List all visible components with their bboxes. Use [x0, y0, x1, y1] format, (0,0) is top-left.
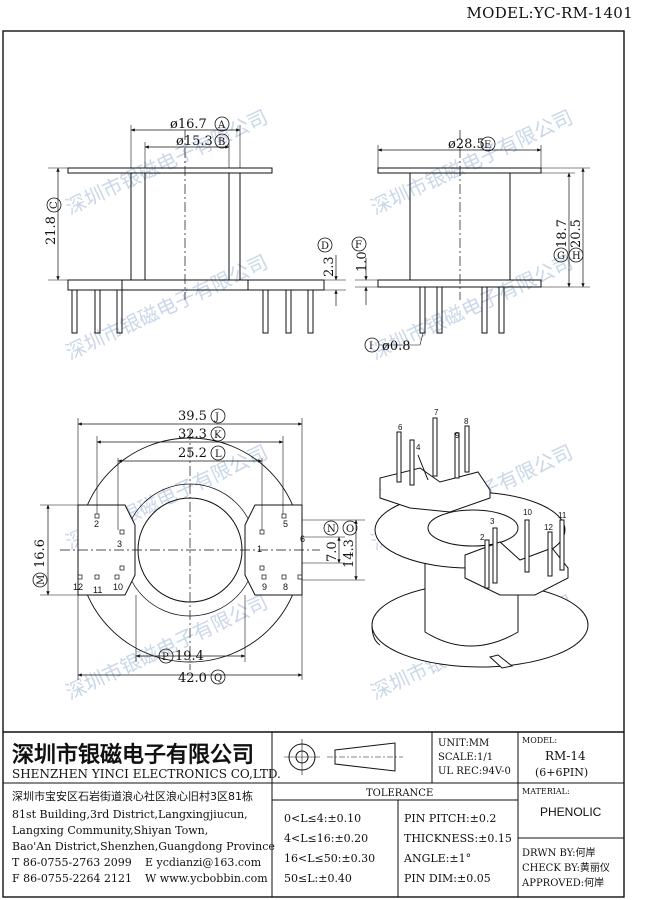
- address-cn: 深圳市宝安区石岩街道浪心社区浪心旧村3区81栋: [12, 789, 253, 803]
- approved-by: APPROVED:何岸: [521, 876, 604, 889]
- dim-M-letter: M: [36, 575, 47, 585]
- pin-label: 6: [300, 534, 305, 544]
- material-value: PHENOLIC: [540, 805, 602, 819]
- side-view: [355, 130, 590, 346]
- address-en-3: Bao'An District,Shenzhen,Guangdong Provi…: [12, 840, 275, 853]
- tolerance-row-3: 16<L≤50:±0.30: [284, 852, 375, 865]
- tolerance-row-1: 0<L≤4:±0.10: [284, 812, 361, 825]
- dim-P-value: 19.4: [175, 649, 204, 664]
- pin-label: 6: [398, 423, 403, 432]
- dim-C-value: 21.8: [44, 216, 59, 245]
- title-block-text: 深圳市银磁电子有限公司 SHENZHEN YINCI ELECTRONICS C…: [12, 736, 610, 889]
- pin-label: 12: [73, 582, 83, 592]
- dim-G-value: 18.7: [555, 219, 570, 248]
- dim-J-letter: J: [214, 412, 219, 423]
- dim-G-letter: G: [557, 251, 565, 262]
- dim-D-letter: D: [321, 241, 329, 252]
- phone-text: T 86-0755-2763 2099: [12, 856, 132, 869]
- dim-A-value: ø16.7: [170, 117, 207, 132]
- dim-F-letter: F: [355, 240, 362, 251]
- dim-E-value: ø28.5: [448, 137, 485, 152]
- dim-L-value: 25.2: [178, 446, 207, 461]
- top-view-labels: 39.5 J 32.3 K 25.2 L 16.6 M 7.0 N 14.3 O…: [32, 408, 358, 686]
- model-name: RM-14: [545, 749, 586, 763]
- pin-label: 12: [544, 523, 553, 532]
- top-view: [40, 418, 365, 680]
- isometric-view: [371, 417, 589, 669]
- address-en-2: Langxing Community,Shiyan Town,: [12, 824, 208, 837]
- pin-label: 10: [523, 508, 532, 517]
- model-pins: (6+6PIN): [535, 766, 588, 779]
- company-name-cn: 深圳市银磁电子有限公司: [12, 742, 254, 768]
- pin-label: 7: [434, 408, 439, 417]
- check-by: CHECK BY:黄丽仪: [522, 861, 610, 874]
- pin-label: 2: [480, 533, 485, 542]
- pin-label: 9: [262, 582, 267, 592]
- pin-label: 11: [93, 585, 102, 595]
- side-view-labels: ø28.5 E 1.0 F 18.7 G 20.5 H I ø0.8: [351, 136, 584, 354]
- dim-F-value: 1.0: [355, 251, 370, 272]
- pin-label: 4: [416, 443, 421, 452]
- web-text: W www.ycbobbin.com: [145, 872, 268, 885]
- dim-Q-letter: Q: [214, 673, 222, 684]
- drawn-by: DRWN BY:何岸: [522, 846, 595, 859]
- watermark-text: 深圳市银磁电子有限公司: [367, 105, 577, 220]
- drawing-frame: [2, 30, 625, 898]
- ul-rec-text: UL REC:94V-0: [438, 766, 511, 777]
- pin-label: 8: [283, 582, 288, 592]
- pin-label: 11: [558, 511, 567, 520]
- tolerance-row-2: 4<L≤16:±0.20: [284, 832, 368, 845]
- dim-K-value: 32.3: [178, 427, 207, 442]
- dim-Q-value: 42.0: [178, 671, 207, 686]
- unit-text: UNIT:MM: [438, 738, 489, 749]
- pin-label: 2: [94, 519, 99, 529]
- dim-L-letter: L: [215, 449, 222, 460]
- dim-N-letter: N: [327, 524, 336, 535]
- pin-dim: PIN DIM:±0.05: [404, 872, 491, 885]
- dim-I-letter: I: [369, 341, 373, 352]
- company-name-en: SHENZHEN YINCI ELECTRONICS CO,LTD.: [12, 767, 281, 781]
- pin-label: 3: [117, 539, 122, 549]
- dim-P-letter: P: [162, 652, 169, 663]
- dim-B-letter: B: [218, 137, 225, 148]
- pin-label: 8: [464, 417, 469, 426]
- dim-A-letter: A: [217, 120, 226, 131]
- pin-label: 9: [455, 431, 460, 440]
- dim-B-value: ø15.3: [176, 134, 213, 149]
- dim-O-value: 14.3: [342, 539, 357, 568]
- material-header: MATERIAL:: [522, 787, 570, 796]
- model-title: MODEL:YC-RM-1401: [466, 4, 633, 22]
- front-view: [48, 125, 346, 334]
- pin-label: 5: [283, 519, 288, 529]
- angle: ANGLE:±1°: [403, 852, 471, 865]
- pin-pitch: PIN PITCH:±0.2: [404, 812, 496, 825]
- dim-D-value: 2.3: [322, 256, 337, 277]
- fax-text: F 86-0755-2264 2121: [12, 872, 132, 885]
- front-view-labels: ø16.7 A ø15.3 B 21.8 C 2.3 D: [44, 116, 337, 277]
- thickness: THICKNESS:±0.15: [404, 832, 512, 845]
- pin-label: 10: [113, 582, 123, 592]
- dim-I-value: ø0.8: [382, 339, 411, 354]
- email-text: E ycdianzi@163.com: [145, 856, 262, 869]
- dim-O-letter: O: [346, 524, 354, 535]
- address-en-1: 81st Building,3rd District,Langxingjiucu…: [12, 808, 248, 821]
- scale-text: SCALE:1/1: [438, 752, 493, 763]
- tolerance-row-4: 50≤L:±0.40: [284, 872, 352, 885]
- isometric-pin-labels: 6 4 7 8 9 3 2 10 12 11: [398, 408, 567, 542]
- pin-label: 1: [257, 544, 262, 554]
- pin-label: 3: [490, 517, 495, 526]
- dim-H-letter: H: [572, 251, 581, 262]
- dim-C-letter: C: [49, 201, 60, 209]
- model-header: MODEL:: [522, 736, 557, 745]
- dim-N-value: 7.0: [325, 541, 340, 562]
- title-block: [3, 731, 624, 897]
- dim-K-letter: K: [214, 430, 222, 441]
- dim-M-value: 16.6: [33, 539, 48, 568]
- dim-H-value: 20.5: [569, 219, 584, 248]
- dim-E-letter: E: [484, 140, 491, 151]
- tolerance-header: TOLERANCE: [366, 788, 433, 799]
- dim-J-value: 39.5: [178, 409, 207, 424]
